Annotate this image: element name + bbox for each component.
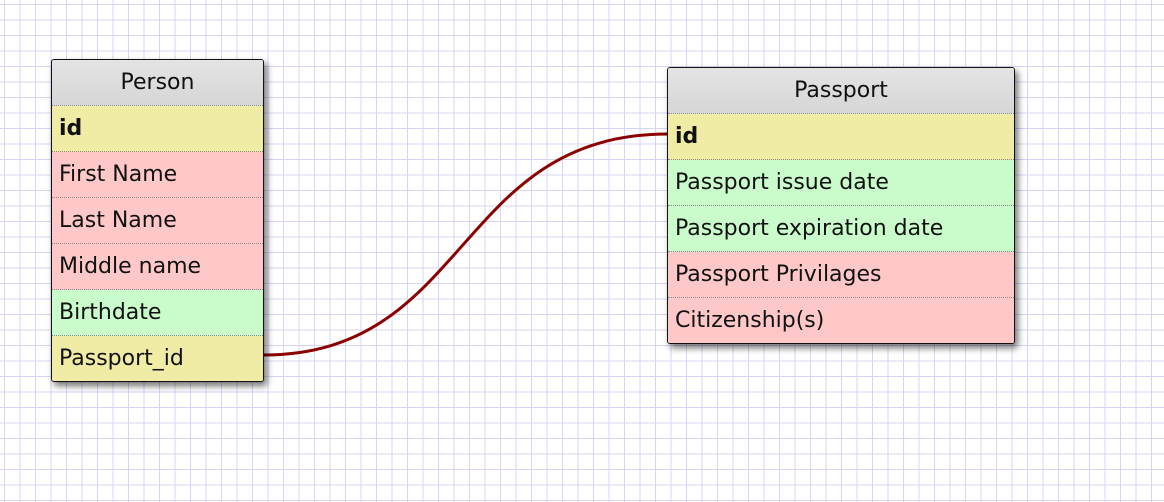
field-passport-expiration-date[interactable]: Passport expiration date	[668, 206, 1014, 252]
field-passport-pk-id[interactable]: id	[668, 114, 1014, 160]
table-title: Passport	[668, 68, 1014, 114]
table-title: Person	[52, 60, 263, 106]
field-first-name[interactable]: First Name	[52, 152, 263, 198]
field-passport-privilages[interactable]: Passport Privilages	[668, 252, 1014, 298]
table-passport[interactable]: Passport id Passport issue date Passport…	[667, 67, 1015, 344]
field-birthdate[interactable]: Birthdate	[52, 290, 263, 336]
field-middle-name[interactable]: Middle name	[52, 244, 263, 290]
field-passport-issue-date[interactable]: Passport issue date	[668, 160, 1014, 206]
field-passport-id[interactable]: Passport_id	[52, 336, 263, 381]
field-person-id[interactable]: id	[52, 106, 263, 152]
relationship-line-passport-id[interactable]	[262, 132, 669, 357]
table-person[interactable]: Person id First Name Last Name Middle na…	[51, 59, 264, 382]
field-citizenship[interactable]: Citizenship(s)	[668, 298, 1014, 343]
field-last-name[interactable]: Last Name	[52, 198, 263, 244]
